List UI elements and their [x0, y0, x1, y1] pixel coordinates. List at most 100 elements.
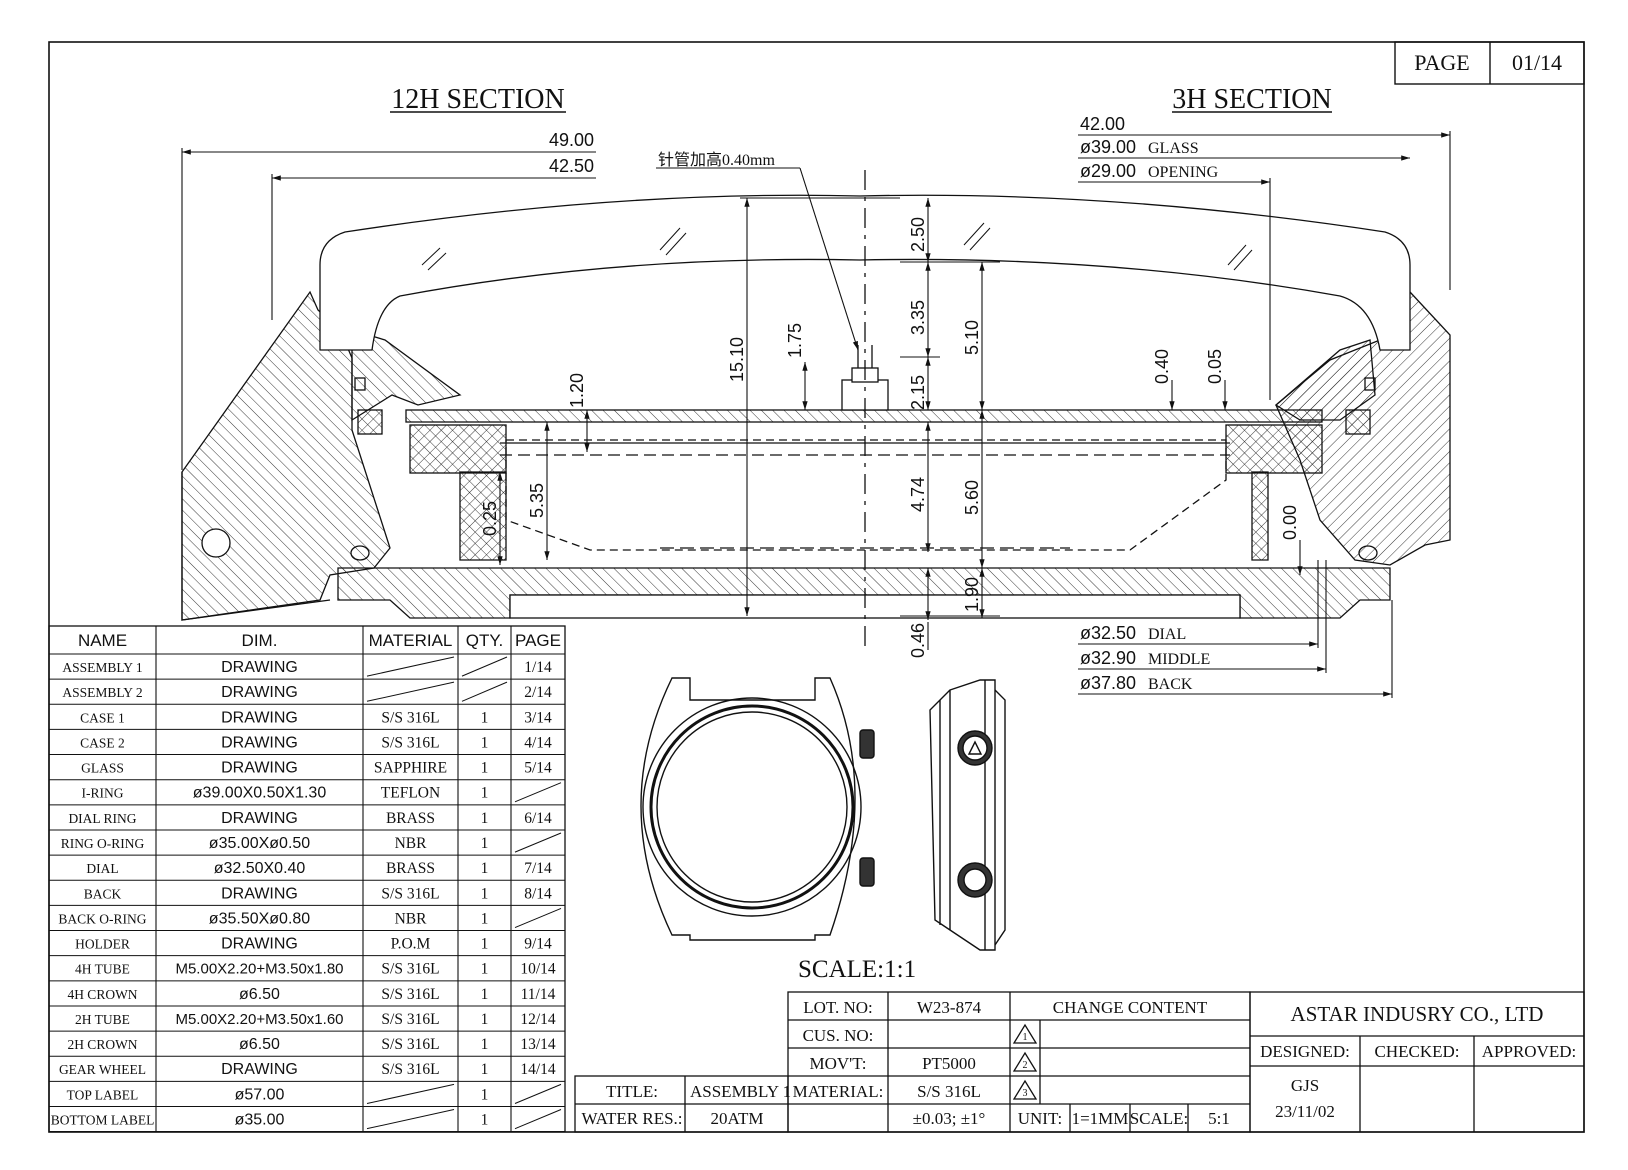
parts-cell: 2H TUBE	[75, 1012, 130, 1027]
parts-cell: 1	[481, 1061, 489, 1078]
section-title-12h: 12H SECTION	[391, 84, 564, 115]
parts-cell: 1	[481, 860, 489, 877]
parts-header-cell: MATERIAL	[369, 631, 453, 650]
parts-cell: 1	[481, 1036, 489, 1053]
parts-cell: ø6.50	[239, 1036, 280, 1053]
parts-header-cell: PAGE	[515, 631, 561, 650]
parts-cell: 1	[481, 734, 489, 751]
material-label: MATERIAL:	[793, 1082, 884, 1101]
dim-glass-value: ø39.00	[1080, 137, 1136, 157]
parts-cell: 1	[481, 835, 489, 852]
parts-cell: GEAR WHEEL	[59, 1062, 146, 1077]
parts-cell: ø32.50X0.40	[214, 860, 306, 877]
parts-cell: S/S 316L	[381, 1011, 439, 1028]
parts-cell: 3/14	[524, 709, 552, 726]
dim-0-40: 0.40	[1152, 349, 1172, 384]
parts-cell: 5/14	[524, 760, 552, 777]
parts-cell: 1	[481, 1112, 489, 1129]
title-block	[574, 991, 1585, 1133]
note-pin-tube: 针管加高0.40mm	[658, 151, 775, 169]
parts-cell: DRAWING	[221, 810, 298, 827]
scale-label: SCALE:1:1	[798, 956, 916, 983]
parts-cell: 1	[481, 709, 489, 726]
parts-empty-cell-slash	[461, 656, 508, 677]
parts-cell: 11/14	[521, 986, 556, 1003]
parts-cell: S/S 316L	[381, 885, 439, 902]
dim-back-value: ø37.80	[1080, 673, 1136, 693]
dim-5-60: 5.60	[962, 480, 982, 515]
parts-cell: NBR	[395, 835, 428, 852]
dim-42-00: 42.00	[1080, 114, 1125, 134]
parts-cell: I-RING	[82, 786, 124, 801]
parts-cell: M5.00X2.20+M3.50x1.80	[175, 961, 343, 978]
parts-cell: ø35.00	[235, 1112, 285, 1129]
parts-cell: DRAWING	[221, 659, 298, 676]
parts-cell: 1/14	[524, 659, 552, 676]
parts-cell: BACK	[84, 886, 122, 901]
parts-cell: 2/14	[524, 684, 552, 701]
dim-0-25: 0.25	[480, 501, 500, 536]
parts-cell: NBR	[395, 910, 428, 927]
parts-cell: HOLDER	[75, 937, 130, 952]
parts-empty-cell-slash	[461, 681, 508, 702]
dim-4-74: 4.74	[908, 477, 928, 512]
dim-1-90: 1.90	[962, 577, 982, 612]
scale-field-label: SCALE:	[1130, 1109, 1189, 1128]
material-value: S/S 316L	[917, 1082, 981, 1101]
parts-cell: 13/14	[520, 1036, 556, 1053]
parts-cell: 1	[481, 986, 489, 1003]
parts-cell: DRAWING	[221, 936, 298, 953]
page-number: 01/14	[1512, 50, 1562, 75]
parts-cell: 12/14	[520, 1011, 556, 1028]
parts-cell: DIAL	[86, 861, 118, 876]
dim-1-20: 1.20	[567, 373, 587, 408]
parts-cell: 4H CROWN	[67, 987, 137, 1002]
parts-empty-cell-slash	[514, 782, 562, 803]
parts-empty-cell-slash	[366, 1083, 455, 1105]
parts-cell: 6/14	[524, 810, 552, 827]
parts-cell: S/S 316L	[381, 986, 439, 1003]
parts-cell: 4H TUBE	[75, 962, 130, 977]
side-view	[929, 679, 1006, 951]
dim-dial-label: DIAL	[1148, 626, 1186, 643]
parts-cell: S/S 316L	[381, 1061, 439, 1078]
parts-header-cell: NAME	[78, 631, 127, 650]
approved-label: APPROVED:	[1482, 1042, 1576, 1061]
parts-cell: M5.00X2.20+M3.50x1.60	[175, 1011, 343, 1028]
parts-cell: ASSEMBLY 2	[62, 685, 142, 700]
dim-2-50: 2.50	[908, 217, 928, 252]
parts-cell: 2H CROWN	[67, 1037, 137, 1052]
parts-cell: 4/14	[524, 734, 552, 751]
cus-label: CUS. NO:	[803, 1026, 874, 1045]
parts-empty-cell-slash	[366, 656, 455, 677]
parts-cell: BRASS	[386, 860, 435, 877]
parts-cell: ø35.50Xø0.80	[209, 910, 311, 927]
parts-cell: S/S 316L	[381, 1036, 439, 1053]
page-label: PAGE	[1414, 50, 1469, 75]
parts-cell: 1	[481, 810, 489, 827]
parts-cell: BACK O-RING	[58, 911, 146, 926]
parts-cell: 1	[481, 785, 489, 802]
dim-opening-label: OPENING	[1148, 164, 1219, 181]
parts-empty-cell-slash	[514, 832, 562, 853]
tolerance: ±0.03; ±1°	[913, 1109, 986, 1128]
title-value: ASSEMBLY 1	[690, 1082, 791, 1101]
movement-value: PT5000	[922, 1054, 976, 1073]
lot-value: W23-874	[917, 998, 982, 1017]
parts-empty-cell-slash	[366, 1109, 455, 1130]
dim-49: 49.00	[549, 130, 594, 150]
parts-cell: S/S 316L	[381, 734, 439, 751]
parts-header-cell: DIM.	[242, 631, 278, 650]
designer: GJS	[1291, 1076, 1319, 1095]
parts-empty-cell-slash	[514, 1083, 562, 1104]
company-name: ASTAR INDUSRY CO., LTD	[1291, 1002, 1544, 1026]
parts-cell: ø6.50	[239, 986, 280, 1003]
parts-cell: CASE 1	[80, 710, 125, 725]
parts-cell: ø57.00	[235, 1086, 285, 1103]
designed-label: DESIGNED:	[1260, 1042, 1350, 1061]
section-title-3h: 3H SECTION	[1172, 84, 1331, 115]
parts-cell: DRAWING	[221, 1061, 298, 1078]
dim-3-35: 3.35	[908, 300, 928, 335]
parts-table-frame	[48, 625, 566, 1133]
